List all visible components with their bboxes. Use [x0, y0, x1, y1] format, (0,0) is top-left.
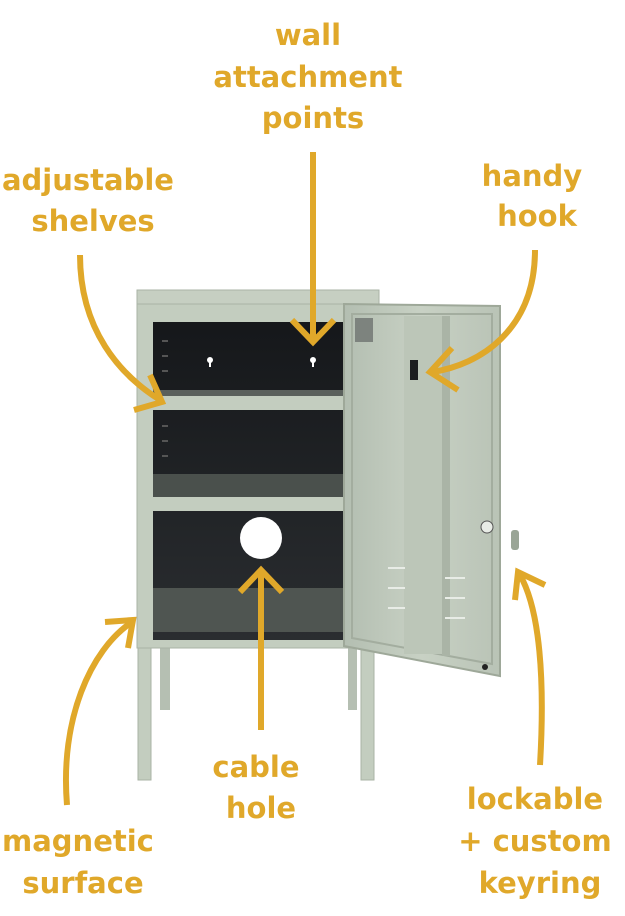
arrow-lockable-icon [512, 567, 547, 766]
callout-magnetic-surface: magnetic surface [2, 824, 164, 900]
arrow-magnetic-icon [63, 616, 137, 806]
callout-handy-hook: handy hook [482, 159, 593, 233]
cable-hole [240, 517, 282, 559]
callout-adjustable-shelves: adjustable shelves [2, 163, 184, 238]
arrow-shelves-icon [77, 254, 167, 413]
arrow-wall-icon [289, 152, 337, 347]
callout-cable-hole: cable hole [212, 750, 309, 825]
callout-lockable-keyring: lockable + custom keyring [458, 782, 622, 900]
arrow-hook-icon [425, 249, 538, 393]
callout-wall-attachment: wall attachment points [213, 18, 412, 135]
locker [136, 289, 519, 781]
hook [410, 360, 418, 380]
arrow-cable-icon [237, 565, 285, 730]
